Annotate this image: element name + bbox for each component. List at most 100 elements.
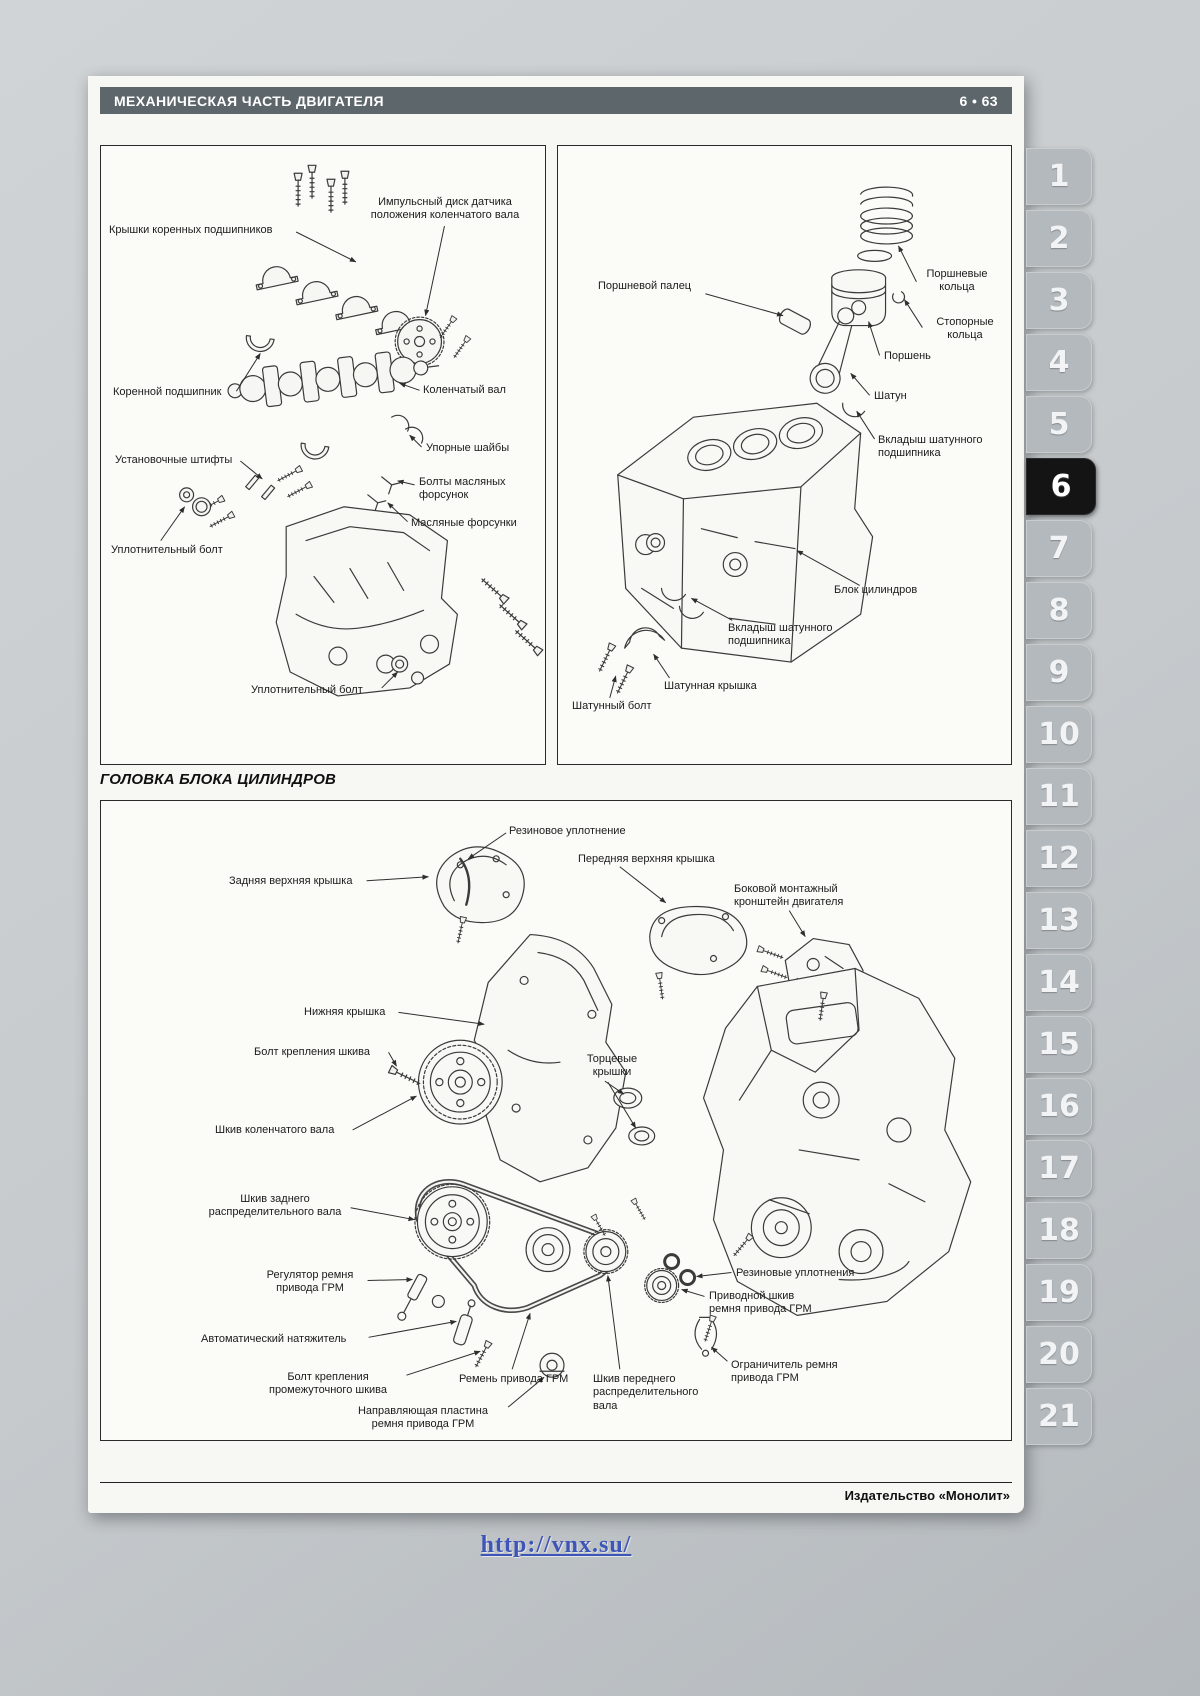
diagram-label: Блок цилиндров	[834, 584, 918, 596]
footer-divider	[100, 1482, 1012, 1483]
tab-number: 13	[1038, 903, 1080, 938]
tab-number: 21	[1038, 1399, 1080, 1434]
tab-number: 3	[1048, 283, 1070, 318]
diagram-label: Болт крепления шкива	[254, 1046, 370, 1058]
side-index-tab[interactable]: 5	[1026, 396, 1092, 453]
side-index-tab[interactable]: 9	[1026, 644, 1092, 701]
diagram-label: Автоматический натяжитель	[201, 1333, 347, 1345]
diagram-label: Уплотнительный болт	[111, 544, 223, 556]
diagram-label: Передняя верхняя крышка	[578, 853, 715, 865]
diagram-label: Резиновые уплотнения	[736, 1267, 855, 1279]
diagram-label: Шкив переднего распределительного вала	[593, 1373, 699, 1412]
tab-number: 16	[1038, 1089, 1080, 1124]
crankshaft-diagram-panel: Крышки коренных подшипников Импульсный ди…	[100, 145, 546, 765]
diagram-label: Болты масляных форсунок	[419, 476, 506, 502]
side-index-tab[interactable]: 20	[1026, 1326, 1092, 1383]
diagram-label: Боковой монтажный кронштейн двигателя	[734, 883, 844, 909]
diagram-label: Крышки коренных подшипников	[109, 224, 273, 236]
side-index-tab[interactable]: 17	[1026, 1140, 1092, 1197]
page-header: МЕХАНИЧЕСКАЯ ЧАСТЬ ДВИГАТЕЛЯ 6 • 63	[100, 87, 1012, 114]
crankshaft-exploded-drawing	[160, 164, 544, 697]
diagram-label: Шкив заднего распределительного вала	[208, 1193, 342, 1219]
side-index-tabs: 1 2 3 4 5 6 7	[1026, 148, 1098, 1450]
watermark-link[interactable]: http://vnx.su/	[480, 1532, 632, 1558]
side-index-tab[interactable]: 18	[1026, 1202, 1092, 1259]
diagram-label: Коренной подшипник	[113, 386, 222, 398]
side-index-tab[interactable]: 4	[1026, 334, 1092, 391]
leader-lines	[350, 832, 806, 1408]
tab-number: 2	[1048, 221, 1070, 256]
tab-number: 15	[1038, 1027, 1080, 1062]
side-index-tab[interactable]: 2	[1026, 210, 1092, 267]
tab-number: 19	[1038, 1275, 1080, 1310]
diagram-label: Нижняя крышка	[304, 1006, 386, 1018]
tab-number: 9	[1048, 655, 1070, 690]
side-index-tab[interactable]: 13	[1026, 892, 1092, 949]
tab-number: 7	[1048, 531, 1070, 566]
diagram-label: Импульсный диск датчика положения коленч…	[370, 196, 520, 222]
tab-number: 8	[1048, 593, 1070, 628]
diagram-label: Вкладыш шатунного подшипника	[728, 622, 833, 648]
side-index-tab[interactable]: 15	[1026, 1016, 1092, 1073]
diagram-label: Коленчатый вал	[423, 384, 506, 396]
diagram-label: Болт крепления промежуточного шкива	[268, 1371, 387, 1397]
leader-lines	[609, 245, 923, 699]
side-index-tab[interactable]: 7	[1026, 520, 1092, 577]
side-index-tab[interactable]: 6	[1026, 458, 1096, 515]
diagram-label: Шатунная крышка	[664, 680, 757, 692]
diagram-label: Шкив коленчатого вала	[215, 1124, 335, 1136]
side-index-tab[interactable]: 16	[1026, 1078, 1092, 1135]
tab-number: 5	[1048, 407, 1070, 442]
tab-number: 6	[1050, 469, 1072, 504]
diagram-label: Установочные штифты	[115, 454, 233, 466]
diagram-label: Уплотнительный болт	[251, 684, 363, 696]
tab-number: 20	[1038, 1337, 1080, 1372]
tab-number: 11	[1038, 779, 1080, 814]
diagram-label: Упорные шайбы	[426, 442, 510, 454]
tab-number: 14	[1038, 965, 1080, 1000]
diagram-label: Резиновое уплотнение	[509, 825, 626, 837]
side-index-tab[interactable]: 14	[1026, 954, 1092, 1011]
diagram-label: Стопорные кольца	[936, 316, 994, 342]
diagram-label: Вкладыш шатунного подшипника	[878, 434, 983, 460]
publisher-credit: Издательство «Монолит»	[844, 1488, 1010, 1503]
timing-belt-exploded-drawing	[350, 832, 972, 1408]
diagram-label: Торцевые крышки	[586, 1053, 638, 1079]
diagram-label: Задняя верхняя крышка	[229, 875, 353, 887]
tab-number: 17	[1038, 1151, 1080, 1186]
crankshaft-labels: Крышки коренных подшипников Импульсный ди…	[101, 146, 545, 764]
piston-block-exploded-drawing	[595, 186, 923, 699]
tab-number: 18	[1038, 1213, 1080, 1248]
diagram-label: Приводной шкив ремня привода ГРМ	[709, 1290, 812, 1316]
side-index-tab[interactable]: 3	[1026, 272, 1092, 329]
diagram-label: Поршень	[884, 350, 931, 362]
diagram-label: Регулятор ремня привода ГРМ	[266, 1269, 354, 1295]
chapter-title: МЕХАНИЧЕСКАЯ ЧАСТЬ ДВИГАТЕЛЯ	[114, 92, 384, 109]
side-index-tab[interactable]: 11	[1026, 768, 1092, 825]
diagram-label: Шатун	[874, 390, 907, 402]
tab-number: 12	[1038, 841, 1080, 876]
diagram-label: Направляющая пластина ремня привода ГРМ	[357, 1405, 489, 1431]
diagram-label: Шатунный болт	[572, 700, 652, 712]
side-index-tab[interactable]: 1	[1026, 148, 1092, 205]
tab-number: 1	[1048, 159, 1070, 194]
diagram-label: Поршневые кольца	[926, 268, 988, 294]
diagram-label: Ограничитель ремня привода ГРМ	[731, 1359, 838, 1385]
side-index-tab[interactable]: 21	[1026, 1388, 1092, 1445]
side-index-tab[interactable]: 10	[1026, 706, 1092, 763]
side-index-tab[interactable]: 12	[1026, 830, 1092, 887]
diagram-label: Ремень привода ГРМ	[459, 1373, 569, 1385]
leader-lines	[160, 225, 445, 689]
side-index-tab[interactable]: 19	[1026, 1264, 1092, 1321]
diagram-label: Масляные форсунки	[411, 517, 517, 529]
section-title: ГОЛОВКА БЛОКА ЦИЛИНДРОВ	[100, 771, 337, 788]
paper-sheet: МЕХАНИЧЕСКАЯ ЧАСТЬ ДВИГАТЕЛЯ 6 • 63	[88, 76, 1024, 1513]
page-number: 6 • 63	[959, 92, 998, 109]
side-index-tab[interactable]: 8	[1026, 582, 1092, 639]
diagram-label: Поршневой палец	[598, 280, 692, 292]
